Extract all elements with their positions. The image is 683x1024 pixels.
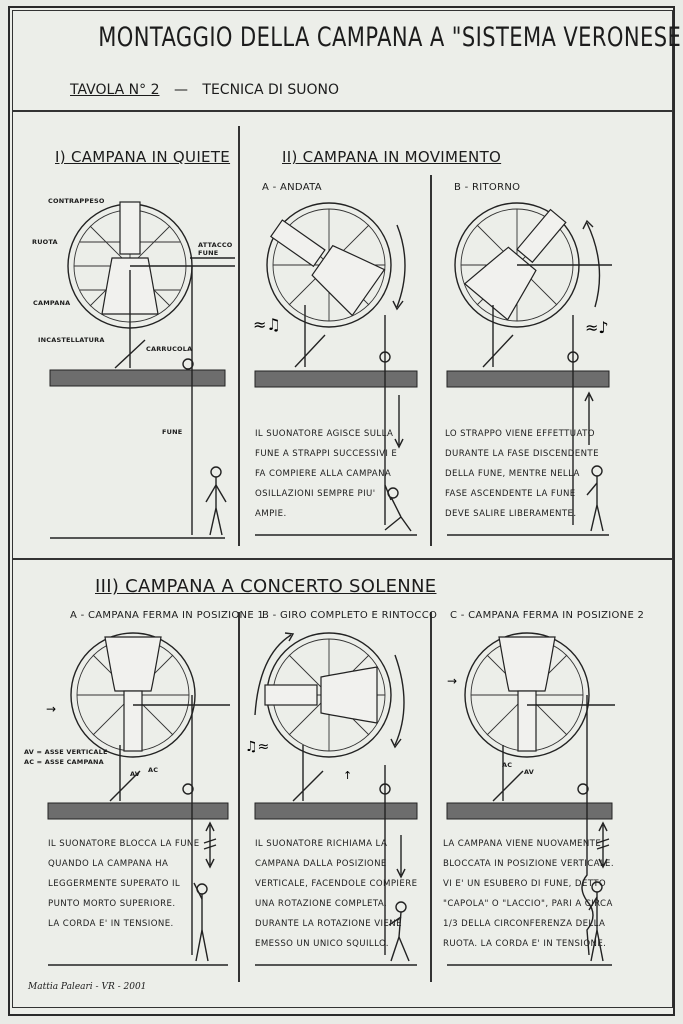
bell [463,208,567,321]
rotation-arrow-left [254,634,292,716]
panel-3c-drawing: → [446,632,615,966]
tension-arrows [596,821,610,869]
section-3-heading: III) CAMPANA A CONCERTO SOLENNE [95,576,437,597]
bell [270,219,386,317]
frame [292,745,324,802]
column-divider-4 [430,612,432,982]
bell-ringer-figure [388,901,410,962]
label-3a-ac: AC [148,766,159,774]
rotation-arrowhead [392,300,404,311]
panel-1-drawing [49,201,235,539]
table-topic: TECNICA DI SUONO [202,82,339,98]
bell-ringer-figure [384,484,412,532]
panel-3b-drawing: ♫≈ ↑ [245,632,418,966]
axis-legend-ac: AC = ASSE CAMPANA [24,758,104,766]
bell-ringer-figure [588,881,604,962]
note-3b: IL SUONATORE RICHIAMA LA CAMPANA DALLA P… [255,839,418,949]
frame [114,257,235,369]
label-counterweight: CONTRAPPESO [48,197,105,205]
column-divider-2 [430,175,432,546]
frame [492,704,615,802]
section-2b-label: B - RITORNO [454,182,521,193]
rotation-arrow [396,224,406,308]
pulley-icon [577,783,589,795]
panel-2b-drawing: ≈♪ [446,202,612,536]
section-2-heading: II) CAMPANA IN MOVIMENTO [282,148,502,166]
section-3b-label: B - GIRO COMPLETO E RINTOCCO [262,610,438,621]
section-3c-label: C - CAMPANA FERMA IN POSIZIONE 2 [450,610,645,621]
label-3c-av: AV [524,768,535,776]
column-divider-3 [238,612,240,982]
label-rope: FUNE [162,428,183,436]
label-frame: INCASTELLATURA [38,336,105,344]
label-wheel: RUOTA [32,238,58,246]
floor-beam [47,802,229,820]
rope-with-loop [581,695,594,956]
rotation-arrowhead [582,219,594,230]
tension-arrows [203,821,217,869]
sound-waves-icon: ≈♫ [253,315,281,334]
table-number: TAVOLA N° 2 [70,82,160,98]
rotation-arrowhead-left [284,632,295,642]
frame [482,264,612,368]
bell-inverted [498,636,556,752]
row-divider [12,558,673,560]
label-3a-av: AV [130,770,141,778]
signature: Mattia Paleari - VR - 2001 [28,982,147,992]
arrow-right-icon: → [447,674,457,688]
floor-beam [446,370,610,388]
note-3c: LA CAMPANA VIENE NUOVAMENTE BLOCCATA IN … [443,839,615,949]
floor-beam [446,802,613,820]
pulley-icon [182,783,194,795]
label-3c-ac: AC [502,761,513,769]
bell-ringer-figure [205,466,227,536]
section-3a-label: A - CAMPANA FERMA IN POSIZIONE 1 [70,610,265,621]
panel-3a-drawing: → [46,632,230,966]
rotation-arrow [586,222,601,308]
note-2a: IL SUONATORE AGISCE SULLA FUNE A STRAPPI… [255,429,398,519]
pull-arrowhead [396,868,406,879]
column-divider-1 [238,126,240,546]
pull-arrowhead [394,438,404,449]
panel-2a-drawing: ≈♫ [253,202,418,536]
section-2a-label: A - ANDATA [262,182,322,193]
pulley-icon [182,358,194,370]
label-rope-attach: ATTACCO FUNE [198,241,233,257]
sound-waves-icon: ♫≈ [245,739,269,755]
arrow-up-icon: ↑ [343,769,352,782]
floor-beam [254,370,418,388]
table-subtitle: TAVOLA N° 2 — TECNICA DI SUONO [70,82,339,98]
bell-ringer-figure [193,882,209,962]
bell [264,666,378,724]
rotation-arrowhead-right [390,738,402,749]
table-dash: — [173,82,188,98]
floor-beam [254,802,418,820]
drawing-frame [12,10,673,1008]
sound-waves-icon: ≈♪ [585,318,609,337]
axis-legend-av: AV = ASSE VERTICALE [24,748,108,756]
frame [109,704,230,802]
label-pulley: CARRUCOLA [146,345,193,353]
label-bell: CAMPANA [33,299,71,307]
drawing-sheet [8,6,675,1016]
frame [294,305,326,368]
note-2b: LO STRAPPO VIENE EFFETTUATO DURANTE LA F… [445,429,599,519]
floor-beam [49,369,226,387]
bell-inverted [104,636,162,752]
section-1-heading: I) CAMPANA IN QUIETE [55,148,231,166]
rotation-arrow-right [394,654,405,746]
note-3a: IL SUONATORE BLOCCA LA FUNE QUANDO LA CA… [48,839,200,929]
page-title: MONTAGGIO DELLA CAMPANA A "SISTEMA VERON… [98,22,683,53]
arrow-right-icon: → [46,702,56,716]
rise-arrowhead [584,391,594,402]
bell-ringer-figure [586,465,604,532]
header-divider [12,110,673,112]
